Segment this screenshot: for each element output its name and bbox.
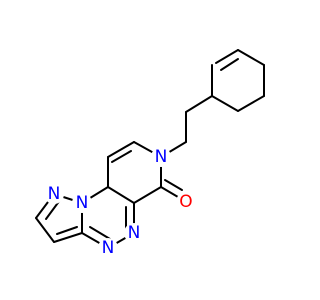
bond xyxy=(215,49,239,64)
atom-nitrogen: N xyxy=(98,238,118,258)
atom-oxygen: O xyxy=(176,192,196,212)
atom-mask xyxy=(176,192,196,212)
atom-label-layer: N O N N N N xyxy=(44,147,196,258)
bond xyxy=(89,226,111,240)
atom-mask xyxy=(44,184,64,204)
bond xyxy=(211,95,239,112)
atom-nitrogen: N xyxy=(72,193,92,213)
atom-mask xyxy=(72,193,92,213)
bond xyxy=(107,141,135,158)
atom-label: N xyxy=(128,223,141,243)
atom-label: N xyxy=(102,238,115,258)
atom-label: N xyxy=(155,147,168,167)
bond xyxy=(160,186,179,198)
bond xyxy=(220,58,239,71)
atom-nitrogen: N xyxy=(124,223,144,243)
bond xyxy=(237,49,265,66)
bond xyxy=(53,232,83,243)
bond xyxy=(35,217,55,243)
atom-label: N xyxy=(48,184,61,204)
bond xyxy=(185,95,213,113)
atom-mask xyxy=(98,238,118,258)
atom-mask xyxy=(151,147,171,167)
bond xyxy=(164,179,183,191)
atom-nitrogen: N xyxy=(151,147,171,167)
molecule-structure-diagram: N O N N N N xyxy=(35,49,265,258)
bond xyxy=(237,95,265,112)
atom-mask xyxy=(124,223,144,243)
bond xyxy=(111,150,132,163)
atom-label: O xyxy=(179,192,192,212)
bond xyxy=(133,186,162,204)
atom-label: N xyxy=(76,193,89,213)
bond xyxy=(107,186,135,204)
bond xyxy=(56,226,78,235)
atom-nitrogen: N xyxy=(44,184,64,204)
